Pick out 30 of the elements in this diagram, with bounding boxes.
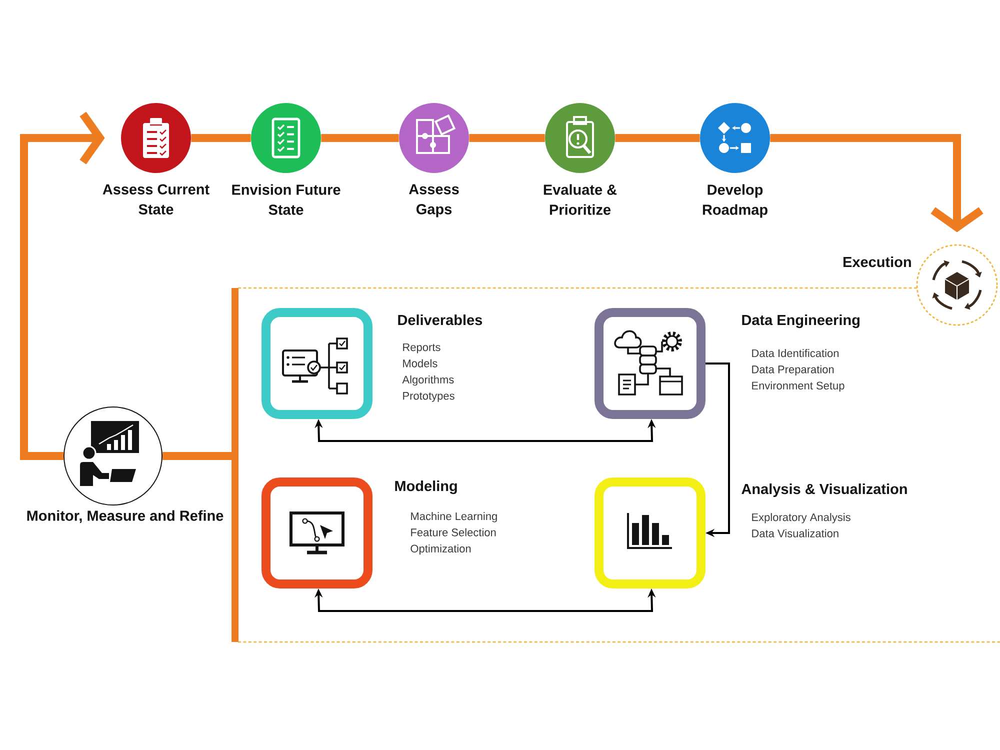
heading: Execution xyxy=(844,256,911,268)
step-label: Monitor, Measure and Refine xyxy=(27,510,224,523)
connector-line xyxy=(469,134,545,142)
list-item: Environment Setup xyxy=(752,381,844,392)
list-item: Algorithms xyxy=(402,375,454,386)
list-item: Machine Learning xyxy=(411,512,497,522)
list-item: Feature Selection xyxy=(411,528,496,536)
arrow xyxy=(770,134,984,232)
connector-line xyxy=(615,134,700,142)
step-label: Assess Current State xyxy=(102,184,210,214)
list-item: Exploratory Analysis xyxy=(752,513,850,524)
list-item: Optimization xyxy=(410,544,471,555)
heading: Modeling xyxy=(395,480,457,494)
list-item: Data Visualization xyxy=(752,529,838,538)
heading: Deliverables xyxy=(398,314,482,326)
connector-line xyxy=(191,134,251,142)
list-item: Prototypes xyxy=(403,392,454,402)
heading: Analysis & Visualization xyxy=(742,484,907,498)
step-label: Envision Future State xyxy=(232,184,340,215)
step-label: Assess Gaps xyxy=(408,184,459,218)
connector-line xyxy=(321,134,399,142)
arrow xyxy=(706,362,730,538)
list-item: Reports xyxy=(403,343,440,354)
heading: Data Engineering xyxy=(742,314,860,328)
list-item: Data Preparation xyxy=(752,365,834,376)
step-label: Evaluate & Prioritize xyxy=(544,184,617,215)
arrow xyxy=(20,112,105,460)
list-item: Data Identification xyxy=(752,349,839,358)
step-label: Develop Roadmap xyxy=(702,184,768,218)
list-item: Models xyxy=(403,359,438,368)
